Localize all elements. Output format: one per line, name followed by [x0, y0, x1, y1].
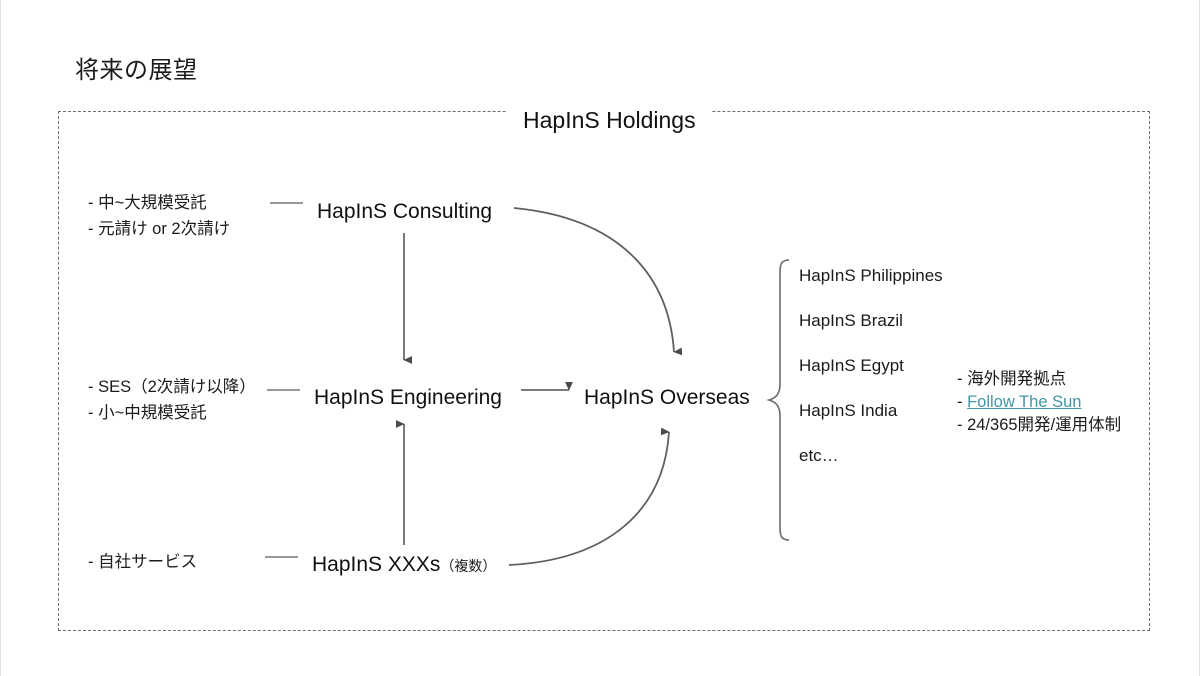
list-item: HapInS Brazil	[799, 311, 903, 330]
overseas-notes: - 海外開発拠点 - Follow The Sun - 24/365開発/運用体…	[957, 368, 1121, 437]
node-hapins-engineering: HapInS Engineering	[314, 384, 502, 412]
node-label: HapInS XXXs	[312, 553, 441, 576]
descriptor-xxxs: - 自社サービス	[88, 549, 197, 575]
list-item: etc…	[799, 446, 839, 465]
list-item: HapInS India	[799, 401, 898, 420]
node-label: HapInS Engineering	[314, 386, 502, 409]
slide-canvas: 将来の展望 HapInS Holdings	[9, 0, 1193, 676]
descriptor-consulting: - 中~大規模受託 - 元請け or 2次請け	[88, 190, 230, 242]
list-item: HapInS Egypt	[799, 356, 904, 375]
holdings-label: HapInS Holdings	[507, 105, 712, 135]
descriptor-line: - 自社サービス	[88, 553, 198, 571]
curly-brace-icon	[766, 259, 790, 541]
page-title: 将来の展望	[75, 57, 198, 84]
node-hapins-overseas: HapInS Overseas	[584, 384, 750, 412]
follow-the-sun-link[interactable]: Follow The Sun	[967, 393, 1082, 411]
node-label-suffix: （複数）	[440, 558, 497, 574]
node-hapins-xxxs: HapInS XXXs（複数）	[312, 551, 496, 580]
note-line-2: - Follow The Sun	[957, 391, 1121, 414]
note-line-1: - 海外開発拠点	[957, 370, 1067, 388]
descriptor-line: - 小~中規模受託	[88, 404, 207, 422]
list-item: HapInS Philippines	[799, 266, 943, 285]
descriptor-engineering: - SES（2次請け以降） - 小~中規模受託	[88, 374, 256, 426]
node-hapins-consulting: HapInS Consulting	[317, 198, 492, 226]
descriptor-line: - SES（2次請け以降）	[88, 378, 256, 396]
descriptor-line: - 元請け or 2次請け	[88, 220, 231, 238]
note-bullet: -	[957, 393, 968, 411]
node-label: HapInS Consulting	[317, 200, 493, 223]
overseas-entity-list: HapInS Philippines HapInS Brazil HapInS …	[799, 265, 979, 490]
descriptor-line: - 中~大規模受託	[88, 194, 207, 212]
node-label: HapInS Overseas	[584, 386, 750, 409]
note-line-3: - 24/365開発/運用体制	[957, 416, 1122, 434]
